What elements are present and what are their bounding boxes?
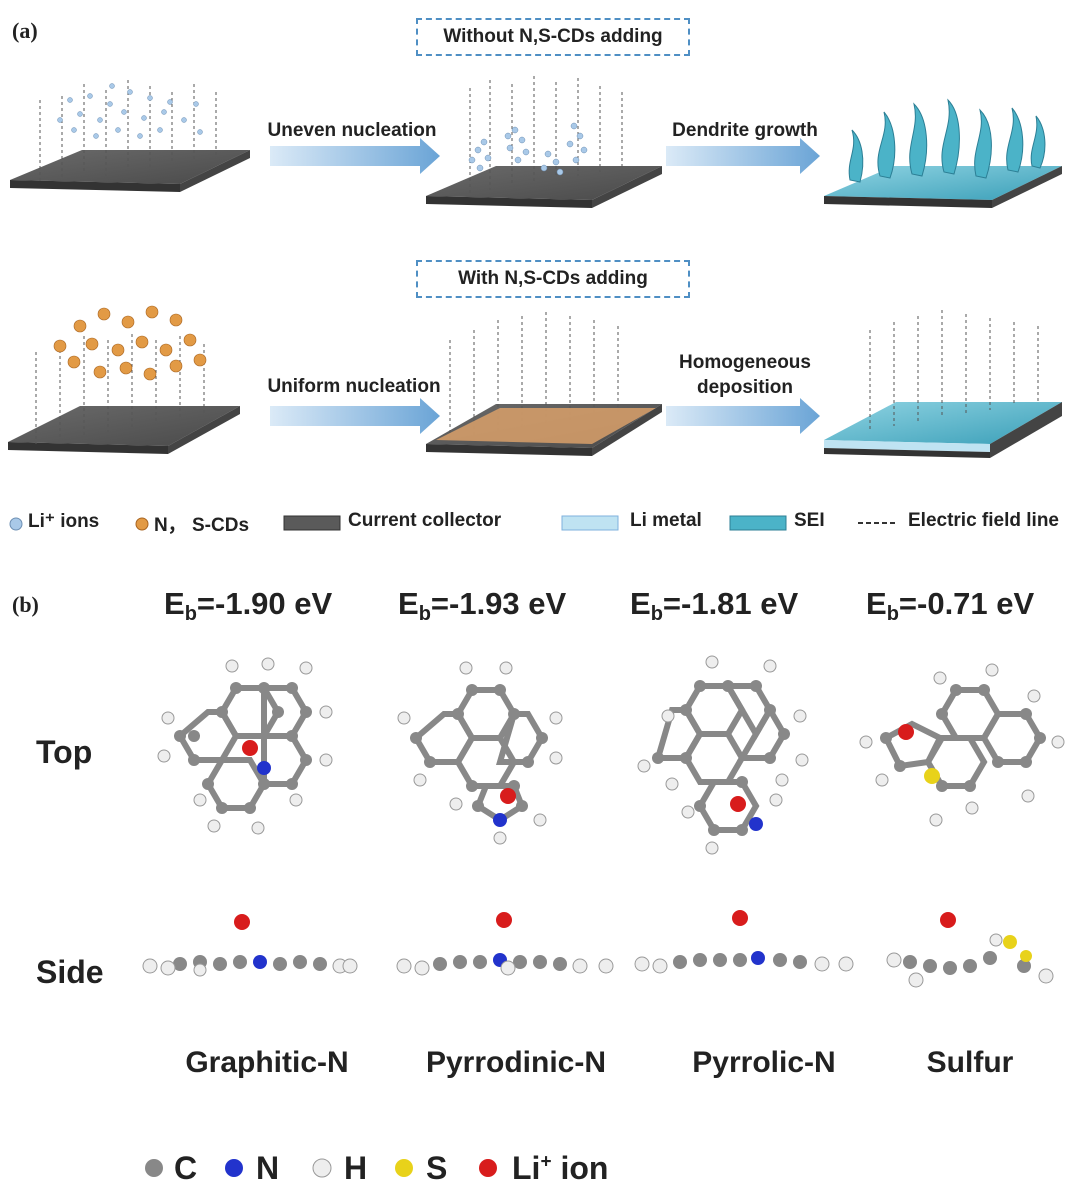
legend-collector: Current collector (348, 510, 502, 531)
arrow-homogeneous-deposition (666, 398, 820, 434)
legend-h: H (344, 1150, 368, 1186)
row-label-top: Top (36, 734, 93, 770)
legend-n: N (256, 1150, 280, 1186)
cds-cloud (53, 305, 207, 381)
legend-c: C (174, 1150, 198, 1186)
homogeneous-line1: Homogeneous (679, 352, 811, 373)
field-lines-2 (469, 76, 623, 196)
legend-sulfur-atom (395, 1159, 413, 1177)
legend-nitrogen-atom (225, 1159, 243, 1177)
binding-energy-pyrrodinic: Eb=-1.93 eV (398, 586, 567, 625)
name-graphitic: Graphitic-N (185, 1046, 349, 1079)
legend-b-symbols (145, 1158, 497, 1178)
row-label-side: Side (36, 954, 104, 990)
panel-a-label: (a) (12, 18, 38, 43)
field-lines-5 (869, 310, 1039, 430)
li-clusters (468, 122, 588, 176)
legend-hydrogen-atom (312, 1158, 332, 1178)
arrow-dendrite-growth (666, 138, 820, 174)
legend-a-symbols (9, 515, 898, 531)
legend-li-metal-swatch (561, 515, 619, 531)
field-lines-4 (449, 312, 619, 440)
name-pyrrodinic: Pyrrodinic-N (425, 1046, 607, 1079)
field-lines-1 (39, 80, 217, 182)
binding-energy-sulfur: Eb=-0.71 eV (866, 586, 1035, 625)
legend-s: S (426, 1150, 448, 1186)
molecule-pyrrodinic-side (396, 912, 614, 976)
legend-li-ions: Li⁺ ions (28, 511, 100, 532)
uniform-nucleation-label: Uniform nucleation (267, 376, 441, 397)
legend-cds: N， S-CDs (154, 515, 250, 536)
homogeneous-line2: deposition (696, 377, 794, 398)
collector-plate-1 (10, 150, 250, 192)
molecule-pyrrolic-side (634, 910, 854, 974)
legend-li-ion: Li+ ion (512, 1150, 609, 1186)
binding-energy-graphitic: Eb=-1.90 eV (164, 586, 333, 625)
field-lines-3 (35, 334, 205, 444)
homogeneous-deposition-label: Homogeneous deposition (660, 350, 830, 400)
legend-lithium-atom (479, 1159, 497, 1177)
dendrite-growth-label: Dendrite growth (672, 120, 818, 141)
legend-cds-icon (135, 517, 149, 531)
molecule-sulfur-side (886, 912, 1054, 988)
molecule-pyrrolic-top (637, 655, 809, 855)
uneven-nucleation-label: Uneven nucleation (267, 120, 437, 141)
legend-li-metal: Li metal (630, 510, 702, 531)
legend-carbon-atom (145, 1159, 163, 1177)
legend-field-line: Electric field line (908, 510, 1059, 531)
arrow-uniform-nucleation (270, 398, 440, 434)
li-ion-cloud-1 (57, 83, 203, 139)
collector-plate-3 (8, 406, 240, 454)
legend-sei: SEI (794, 510, 825, 531)
arrow-uneven-nucleation (270, 138, 440, 174)
molecule-graphitic-side (142, 914, 358, 977)
molecule-pyrrodinic-top (397, 661, 563, 845)
legend-sei-swatch (729, 515, 787, 531)
binding-energy-pyrrolic: Eb=-1.81 eV (630, 586, 799, 625)
molecule-sulfur-top (859, 663, 1065, 827)
uniform-layer (436, 408, 656, 444)
molecule-graphitic-top (157, 657, 333, 835)
sei-plate-homogeneous (824, 402, 1062, 458)
name-sulfur: Sulfur (926, 1046, 1014, 1079)
legend-collector-swatch (283, 515, 341, 531)
panel-b-label: (b) (12, 592, 39, 617)
name-pyrrolic: Pyrrolic-N (692, 1046, 836, 1079)
legend-li-ion-icon (9, 517, 23, 531)
collector-plate-2 (426, 166, 662, 208)
dendrites (848, 98, 1046, 183)
with-cds-label: With N,S-CDs adding (416, 260, 690, 298)
without-cds-label: Without N,S-CDs adding (416, 18, 690, 56)
